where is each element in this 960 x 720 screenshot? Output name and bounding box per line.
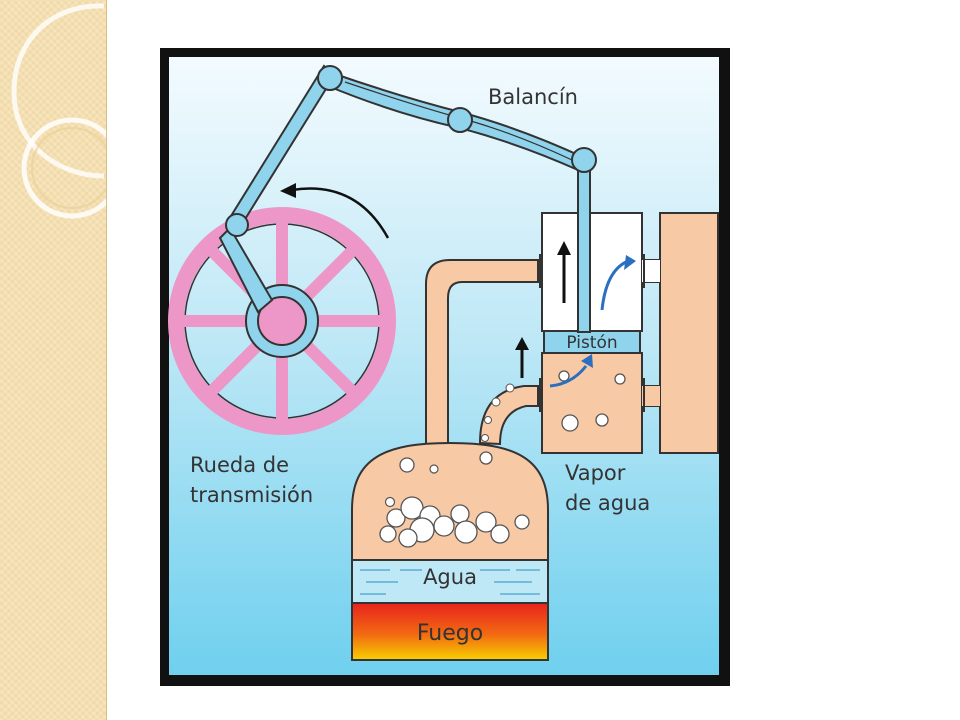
bubble: [491, 397, 501, 407]
flow-arrows-black: [515, 241, 571, 378]
decorative-rings: [11, 3, 106, 219]
rotation-arrowhead: [280, 183, 296, 198]
water-label: Agua: [423, 565, 477, 589]
bubble: [558, 370, 570, 382]
bubble: [595, 413, 609, 427]
crank-arm: [218, 226, 274, 314]
piston-label: Pistón: [566, 333, 617, 353]
rocker-joint: [317, 65, 343, 91]
rocker-joint: [571, 147, 597, 173]
bubble: [614, 373, 626, 385]
crank-pin: [225, 213, 249, 237]
bubble: [384, 496, 396, 508]
flow-arrows-blue: [549, 260, 627, 388]
blue-arrowhead: [624, 255, 636, 270]
valve-block: [659, 212, 719, 454]
rotation-arrow: [291, 187, 390, 239]
bubble: [561, 414, 579, 432]
steam-engine-diagram: Agua Fuego Pistón: [160, 48, 730, 686]
flanges: [539, 254, 645, 412]
bubble: [484, 416, 492, 424]
fire-label: Fuego: [417, 621, 483, 646]
steam-label-line1: Vapor: [565, 461, 626, 485]
diagram-canvas: Agua Fuego Pistón: [168, 57, 719, 675]
cylinder: [541, 212, 643, 332]
steam-label-line2: de agua: [565, 491, 650, 515]
piston-rod: [577, 155, 591, 333]
valve-port: [642, 260, 660, 282]
steam-pipe: [425, 259, 539, 451]
piston: [543, 330, 641, 354]
bubble: [479, 451, 493, 465]
bubble: [481, 434, 489, 442]
bubble: [399, 457, 415, 473]
boiler: [351, 441, 549, 561]
bubble: [505, 383, 515, 393]
valve-port: [642, 386, 660, 406]
steam-foam: [379, 496, 530, 548]
wheel-label-line2: transmisión: [190, 483, 313, 507]
flywheel: [168, 207, 396, 435]
rocker-label: Balancín: [488, 85, 578, 109]
lower-chamber: [541, 352, 643, 454]
rocker-pivot: [447, 107, 473, 133]
wheel-label-line1: Rueda de: [190, 453, 289, 477]
fire-box: [351, 602, 549, 661]
decorative-side-strip: [0, 0, 107, 720]
water-ripples: [360, 569, 540, 595]
bubble: [429, 464, 439, 474]
blue-arrowhead: [581, 354, 593, 368]
